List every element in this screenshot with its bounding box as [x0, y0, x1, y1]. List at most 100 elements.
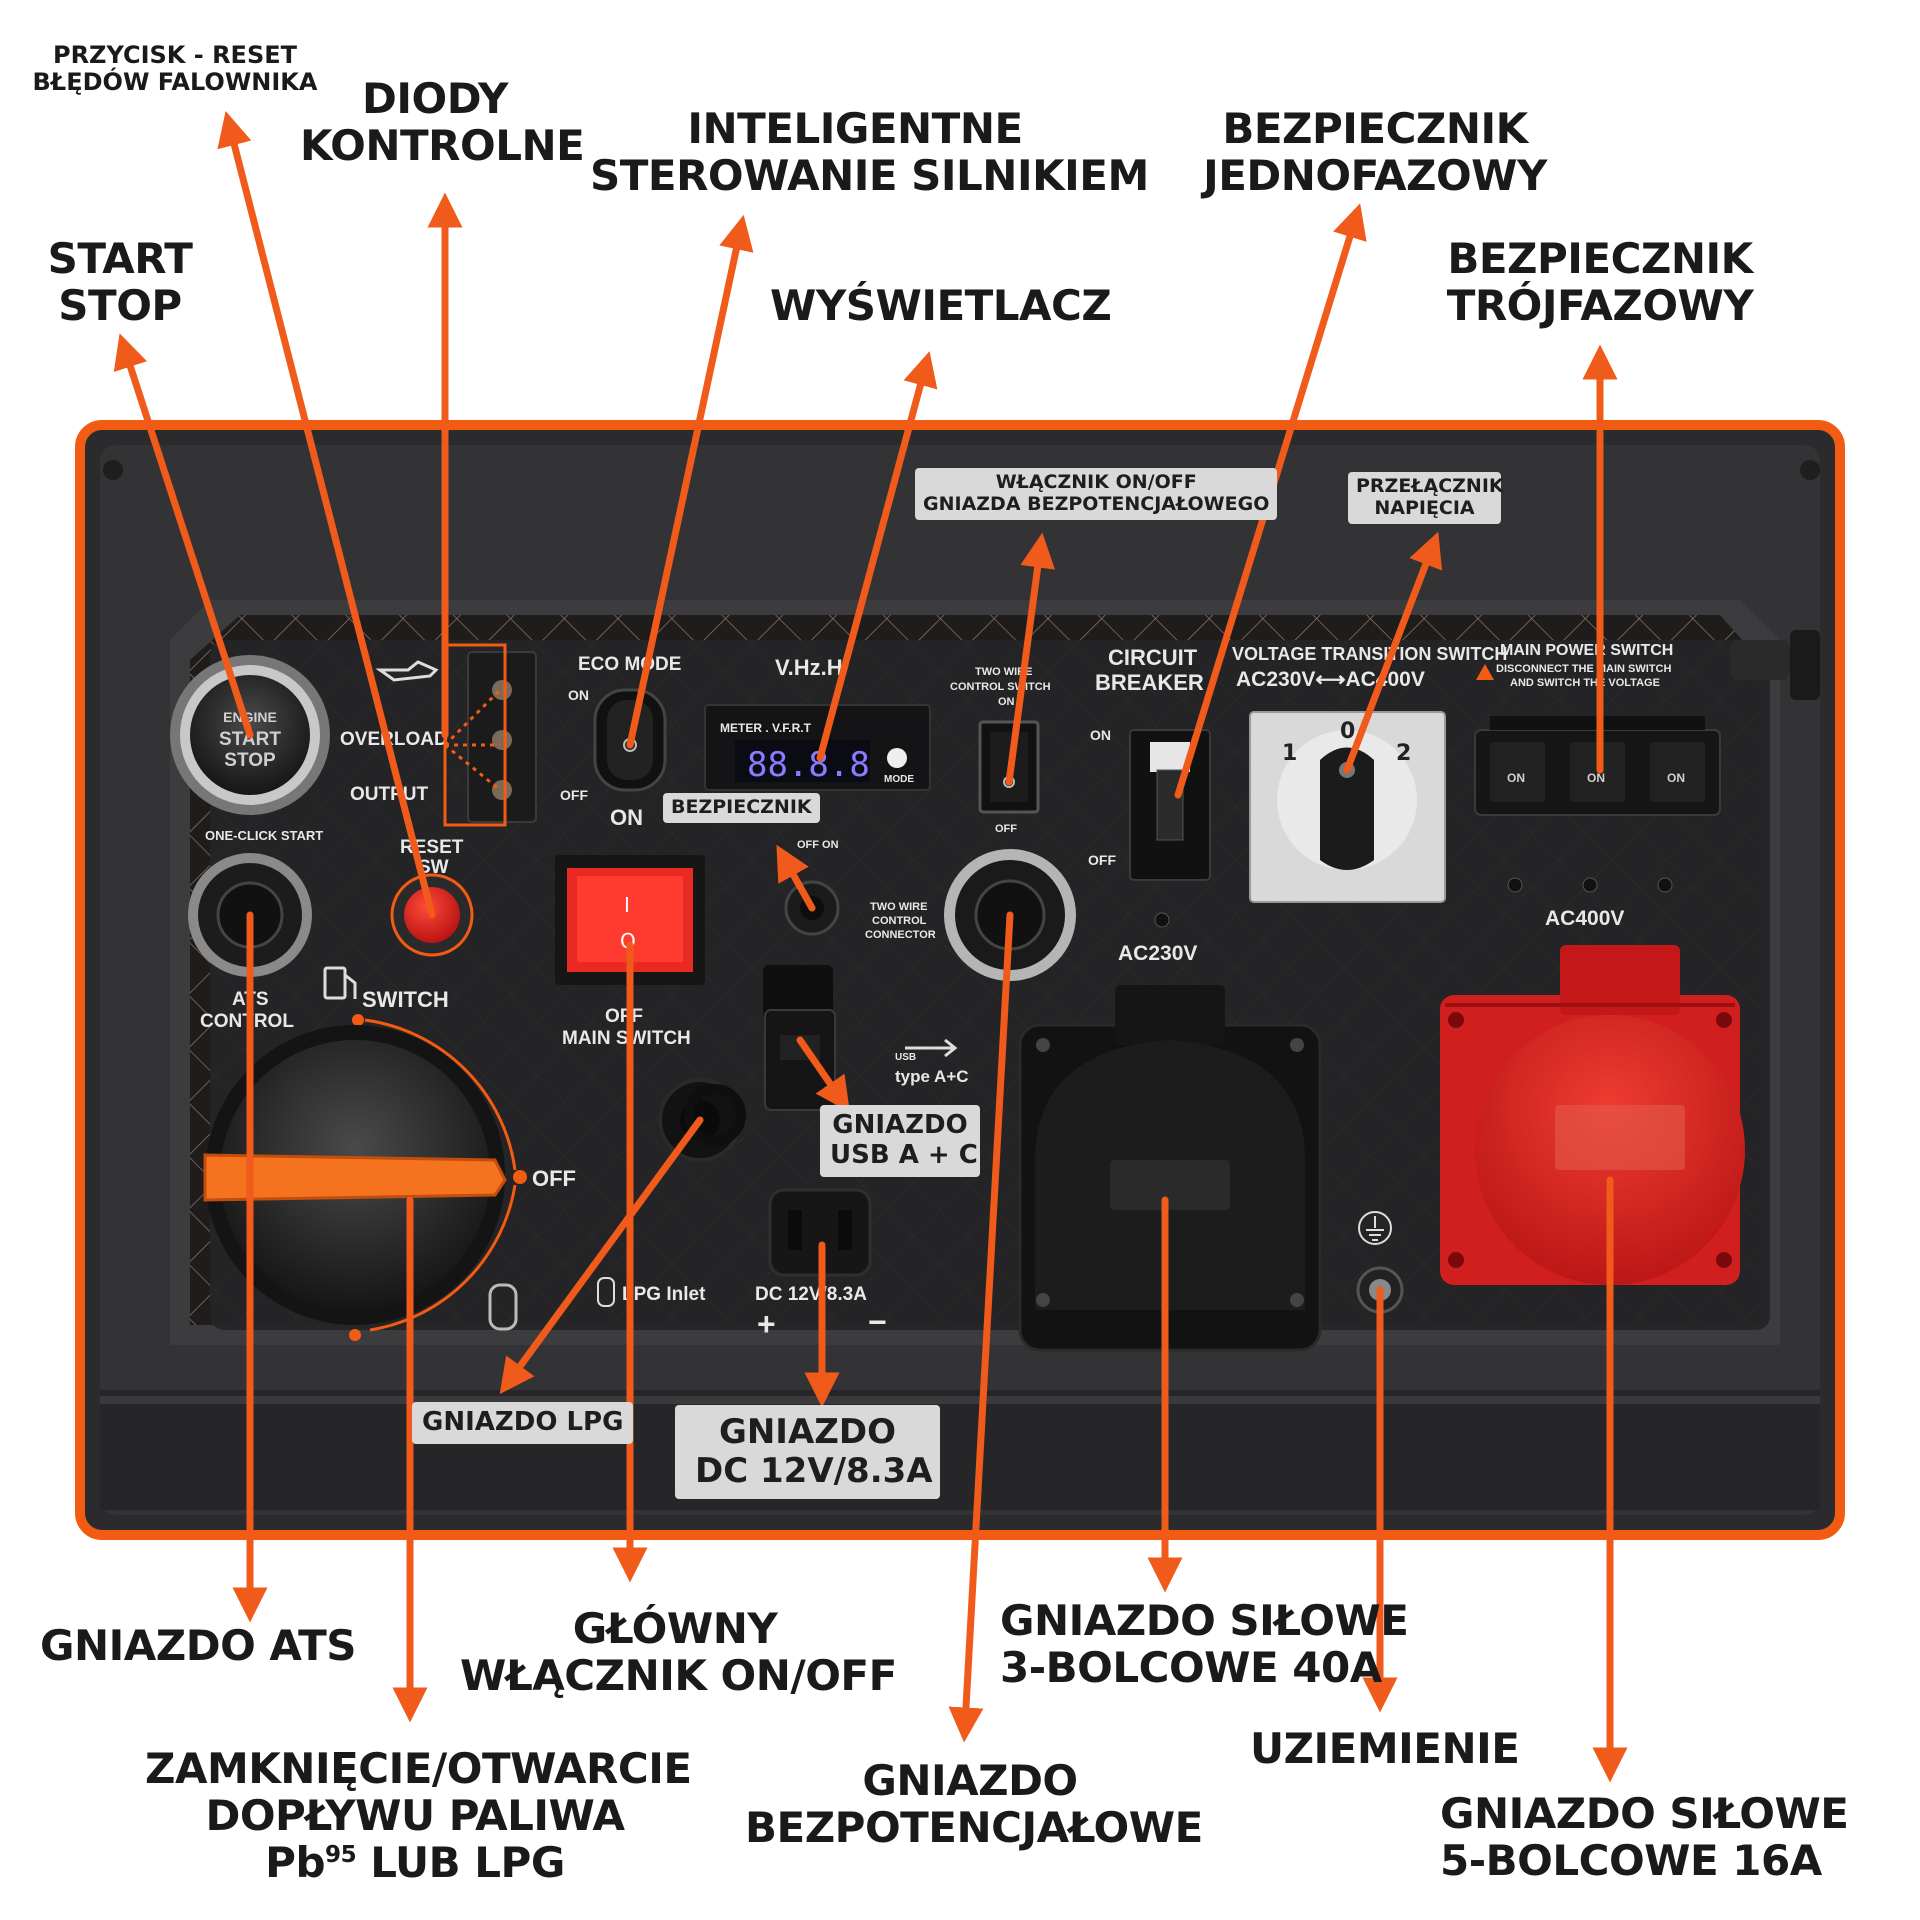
chip-usb: GNIAZDO USB A + C — [820, 1105, 980, 1177]
callout-socket-5pin: GNIAZDO SIŁOWE 5-BOLCOWE 16A — [1440, 1789, 1849, 1886]
dial-2: 2 — [1396, 741, 1411, 766]
warning-triangle-icon — [1476, 664, 1494, 680]
chip-dc-line-1: GNIAZDO — [718, 1412, 897, 1452]
usb-socket[interactable] — [763, 965, 836, 1111]
callout-fuel-valve: ZAMKNIĘCIE/OTWARCIE DOPŁYWU PALIWA Pb95 … — [145, 1745, 692, 1886]
callout-main-switch-line-1: GŁÓWNY — [572, 1604, 778, 1653]
two-wire-off-label: OFF — [995, 823, 1017, 835]
reset-label-2: SW — [418, 857, 449, 878]
cb-label-2: BREAKER — [1095, 670, 1204, 695]
two-wire-connector-1: TWO WIRE — [870, 901, 927, 913]
callout-socket-3pin-line-2: 3-BOLCOWE 40A — [1000, 1643, 1382, 1693]
main-switch-off-label: OFF — [605, 1006, 643, 1027]
ac230-label: AC230V — [1118, 942, 1197, 965]
eco-off-label: OFF — [560, 787, 588, 803]
callout-socket-5pin-line-2: 5-BOLCOWE 16A — [1440, 1836, 1822, 1886]
callout-three-phase-fuse-line-1: BEZPIECZNIK — [1447, 234, 1753, 283]
chip-dc: GNIAZDO DC 12V/8.3A — [675, 1405, 940, 1500]
callout-potential-free-socket: GNIAZDO BEZPOTENCJAŁOWE — [745, 1757, 1203, 1853]
vts-values: AC230V⟷AC400V — [1236, 668, 1425, 691]
meter-label: METER . V.F.R.T — [720, 721, 812, 735]
cb-label-1: CIRCUIT — [1108, 645, 1198, 670]
callout-main-switch-line-2: WŁĄCZNIK ON/OFF — [460, 1651, 897, 1701]
fuel-pb-sup: 95 — [325, 1842, 357, 1869]
chip-usb-line-2: USB A + C — [830, 1139, 978, 1170]
callout-grounding: UZIEMIENIE — [1250, 1724, 1520, 1773]
fuse-panel-label: OFF ON — [797, 839, 839, 851]
breaker-on-2: ON — [1587, 771, 1605, 785]
fuel-valve-knob[interactable] — [203, 1025, 507, 1325]
chip-voltage-selector: PRZEŁĄCZNIK NAPIĘCIA — [1348, 472, 1504, 524]
callout-single-phase-fuse-line-1: BEZPIECZNIK — [1222, 104, 1528, 153]
callout-main-switch: GŁÓWNY WŁĄCZNIK ON/OFF — [460, 1604, 897, 1701]
callout-engine-control-line-2: STEROWANIE SILNIKIEM — [590, 151, 1149, 201]
ground-symbol-icon — [1358, 1211, 1392, 1245]
engine-btn-label-1: ENGINE — [223, 709, 277, 725]
callout-fuel-valve-line-2: DOPŁYWU PALIWA — [205, 1791, 625, 1841]
cb-on-label: ON — [1090, 727, 1111, 743]
chip-voltage-line-1: PRZEŁĄCZNIK — [1356, 475, 1504, 497]
fuel-rest: LUB LPG — [356, 1838, 565, 1888]
lpg-cylinder-icon — [488, 1283, 518, 1331]
one-click-label: ONE-CLICK START — [205, 828, 323, 843]
chip-usb-line-1: GNIAZDO — [832, 1110, 968, 1140]
dc-label: DC 12V/8.3A — [755, 1284, 867, 1305]
callout-socket-5pin-line-1: GNIAZDO SIŁOWE — [1440, 1789, 1849, 1838]
callout-display: WYŚWIETLACZ — [770, 281, 1112, 330]
two-wire-label-3: ON — [998, 696, 1015, 708]
chip-dc-line-2: DC 12V/8.3A — [695, 1451, 933, 1492]
lpg-inlet-label: LPG Inlet — [622, 1284, 706, 1305]
usb-icon — [905, 1038, 958, 1058]
callout-start-stop-line-2: STOP — [58, 281, 182, 331]
overload-label: OVERLOAD — [340, 729, 448, 750]
callout-display-line-1: WYŚWIETLACZ — [770, 281, 1112, 330]
chip-two-wire-line-2: GNIAZDA BEZPOTENCJAŁOWEGO — [923, 492, 1270, 515]
single-phase-breaker[interactable] — [1129, 729, 1211, 881]
callout-reset-button: PRZYCISK - RESET BŁĘDÓW FALOWNIKA — [30, 42, 320, 96]
three-phase-breaker[interactable]: ON ON ON — [1474, 716, 1721, 816]
callout-ats-socket-line-1: GNIAZDO ATS — [40, 1621, 357, 1670]
two-wire-label-2: CONTROL SWITCH — [950, 681, 1051, 693]
eco-on-label: ON — [568, 687, 589, 703]
callout-diodes-line-1: DIODY — [362, 74, 508, 123]
callout-reset-line-2: BŁĘDÓW FALOWNIKA — [32, 67, 318, 96]
callout-socket-3pin-line-1: GNIAZDO SIŁOWE — [1000, 1596, 1409, 1645]
breaker-on-3: ON — [1667, 771, 1685, 785]
dc-plus: + — [757, 1306, 776, 1342]
callout-fuel-valve-line-3: Pb95 LUB LPG — [145, 1839, 685, 1886]
lpg-small-icon — [597, 1277, 615, 1307]
output-label: OUTPUT — [350, 784, 429, 805]
callout-diodes-line-2: KONTROLNE — [300, 121, 585, 171]
callout-three-phase-fuse: BEZPIECZNIK TRÓJFAZOWY — [1440, 235, 1760, 329]
engine-btn-label-3: STOP — [224, 750, 276, 771]
indicator-diodes — [443, 643, 537, 827]
callout-potential-free-line-2: BEZPOTENCJAŁOWE — [745, 1803, 1203, 1853]
chip-fuse-line-1: BEZPIECZNIK — [671, 796, 812, 818]
chip-voltage-line-2: NAPIĘCIA — [1374, 496, 1475, 519]
mode-label: MODE — [884, 774, 914, 785]
usb-label-small: USB — [895, 1052, 916, 1063]
rocker-on-glyph: I — [624, 893, 630, 917]
voltage-selector-switch[interactable]: 0 1 2 — [1249, 711, 1446, 903]
two-wire-label-1: TWO WIRE — [975, 666, 1032, 678]
callout-reset-line-1: PRZYCISK - RESET — [52, 41, 298, 69]
socket-3pin-40a[interactable] — [1018, 985, 1322, 1352]
engine-btn-label-2: START — [219, 729, 281, 750]
callout-three-phase-fuse-line-2: TRÓJFAZOWY — [1446, 281, 1754, 331]
callout-start-stop: START STOP — [30, 235, 210, 329]
vts-title: VOLTAGE TRANSITION SWITCH — [1232, 644, 1507, 664]
callout-engine-control: INTELIGENTNE STEROWANIE SILNIKIEM — [590, 104, 1149, 201]
switch-label: SWITCH — [362, 987, 449, 1012]
callout-single-phase-fuse-line-2: JEDNOFAZOWY — [1203, 151, 1547, 201]
callout-ats-socket: GNIAZDO ATS — [40, 1621, 357, 1670]
valve-off-label: OFF — [532, 1166, 576, 1191]
chip-fuse: BEZPIECZNIK — [663, 793, 820, 823]
dial-0: 0 — [1340, 719, 1355, 744]
callout-engine-control-line-1: INTELIGENTNE — [687, 104, 1023, 153]
chip-lpg-line-1: GNIAZDO LPG — [422, 1407, 624, 1437]
fuel-pump-icon — [323, 966, 357, 1000]
chip-lpg: GNIAZDO LPG — [412, 1402, 634, 1444]
oil-warning-icon — [375, 660, 439, 682]
callout-grounding-line-1: UZIEMIENIE — [1250, 1724, 1520, 1773]
socket-5pin-16a[interactable] — [1440, 945, 1745, 1285]
